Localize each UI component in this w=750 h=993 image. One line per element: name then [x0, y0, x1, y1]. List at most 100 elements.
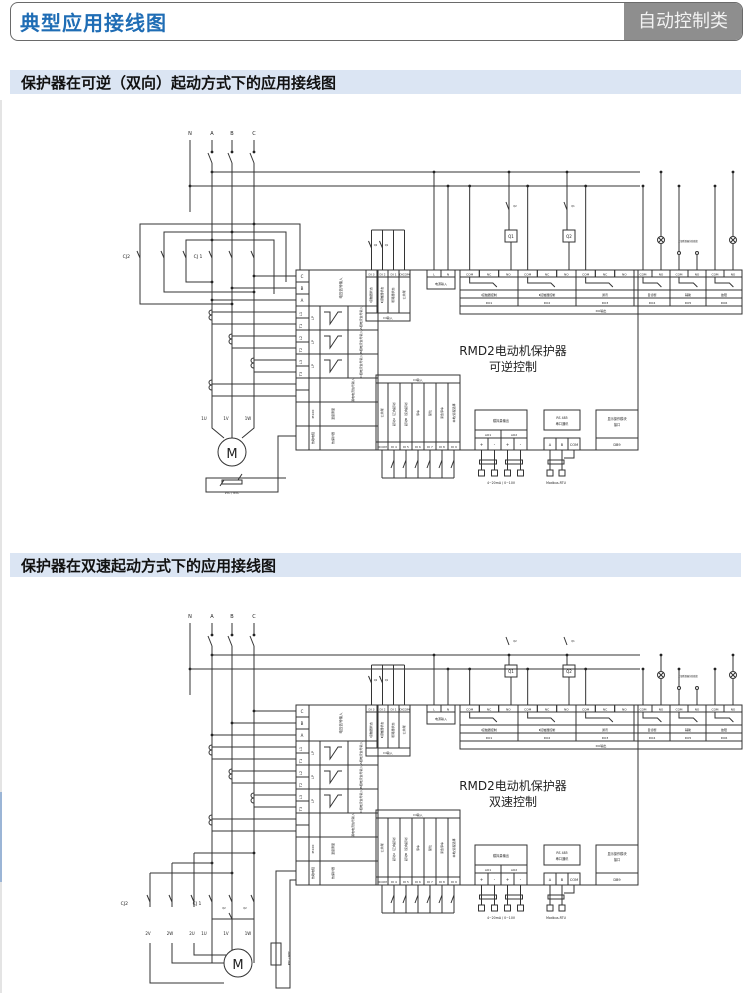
shunt-trip-note: 上级断路器分励脱扣 — [678, 674, 698, 678]
ct-terminal-L1: L1 — [299, 312, 303, 316]
do-code-DO3: DO3 — [602, 736, 609, 740]
di-label: 公共端 — [401, 290, 406, 299]
di-terminal-DICOM: DICOM — [399, 708, 410, 712]
ct-terminal-L2: L2 — [299, 771, 303, 775]
di-switch-label: Q1 — [385, 243, 389, 247]
ct-label: B相电流信号输入 — [358, 765, 363, 788]
section-header-reversible: 保护器在可逆（双向）起动方式下的应用接线图 — [10, 70, 741, 94]
di-terminal-DI 2: DI 2 — [379, 708, 385, 712]
analog-terminal-icon — [517, 469, 524, 477]
rs485-connector — [547, 894, 565, 900]
pushbutton-contact — [450, 894, 455, 904]
rs485-title: RS 485 — [556, 851, 567, 855]
do-code-DO6: DO6 — [721, 736, 728, 740]
junction-dot — [210, 733, 214, 737]
motor-terminal-1U: 1U — [201, 931, 207, 936]
di-terminal-DI 2: DI 2 — [379, 273, 385, 277]
temperature-row — [295, 860, 379, 886]
interlock-switch — [505, 201, 510, 211]
temperature-label: 热保护器 — [330, 867, 335, 879]
voltage-terminal-B: B — [301, 721, 304, 726]
di-bottom-terminal: DI 9 — [451, 880, 457, 884]
ptc-label: PTC / NTC — [287, 951, 291, 965]
junction-dot — [252, 274, 256, 278]
di-label: Ⅱ接触器状态 — [379, 722, 384, 738]
section-header-two-speed: 保护器在双速起动方式下的应用接线图 — [10, 553, 741, 577]
junction-dot — [446, 667, 450, 671]
junction-dot — [507, 653, 511, 657]
junction-dot — [526, 667, 530, 671]
junction-dot — [230, 302, 234, 306]
motor-terminal-2V: 2V — [145, 931, 151, 936]
di-bottom-label: 起动B（反向起动） — [403, 835, 408, 861]
contactor-contact — [250, 894, 255, 903]
rs485-connector — [547, 459, 565, 465]
speed2-lead — [149, 943, 224, 984]
rs485-terminal-icon — [558, 904, 566, 912]
analog-terminal-icon — [478, 904, 485, 912]
do-terminal-NC: NC — [545, 708, 549, 712]
pushbutton-contact — [402, 894, 407, 904]
di-label: 断路器状态 — [390, 722, 395, 737]
analog-terminal-icon — [478, 469, 485, 477]
temperature-code: Pt100 — [311, 845, 315, 854]
ct-terminal-L3: L3 — [299, 360, 303, 364]
rs485-block — [543, 409, 581, 431]
display-port — [595, 437, 639, 451]
temperature-code: 热敏电阻 — [310, 432, 315, 444]
display-code: DB9 — [613, 443, 620, 447]
interlock-label: Q1 — [571, 204, 575, 208]
page-left-rail — [0, 100, 2, 993]
motor-terminal-1V: 1V — [223, 416, 229, 421]
leakage-transformer-coil — [208, 814, 213, 826]
junction-dot — [659, 653, 663, 657]
pushbutton-contact — [402, 459, 407, 469]
junction-dot — [659, 170, 663, 174]
do-terminal-COM: COM — [466, 708, 473, 712]
phase-label-B: B — [230, 131, 234, 137]
display-port — [595, 872, 639, 886]
current-transformer-coil — [250, 792, 255, 804]
interlock-switch — [505, 636, 510, 646]
rs485-block — [543, 844, 581, 866]
junction-dot — [210, 633, 214, 637]
terminal-icon — [695, 686, 699, 690]
do-terminal-NO: NO — [695, 708, 700, 712]
analog-terminal-label: - — [520, 877, 522, 882]
di-bottom-terminal: DI 6 — [415, 445, 421, 449]
pushbutton-contact — [438, 459, 443, 469]
analog-caption: 4~20mA / 0~10V — [487, 916, 516, 920]
analog-title: 模拟量输出 — [493, 853, 509, 858]
do-label: Ⅰ接触器控制 — [481, 292, 497, 297]
analog-terminal-label: + — [480, 877, 483, 882]
junction-dot — [210, 238, 214, 242]
di-bottom-label: 公共端 — [379, 408, 384, 417]
pushbutton-contact — [426, 894, 431, 904]
ct-label: C相电流信号输入 — [358, 789, 363, 812]
junction-dot — [731, 170, 735, 174]
do-terminal-COM: COM — [675, 273, 682, 277]
temperature-code: 热敏电阻 — [310, 867, 315, 879]
di-footer — [365, 747, 411, 757]
analog-channel-label: AO1 — [485, 433, 491, 437]
star-label: Q2 — [243, 906, 247, 910]
di-footer — [365, 312, 411, 322]
power-label: 电源输入 — [435, 281, 447, 286]
phase-label-B: B — [230, 614, 234, 620]
ptc-curve — [219, 473, 243, 487]
di-bottom-terminal: DI 6 — [415, 880, 421, 884]
do-code-DO1: DO1 — [486, 301, 493, 305]
junction-dot — [210, 150, 214, 154]
junction-dot — [210, 298, 214, 302]
di-switch — [368, 240, 372, 249]
junction-dot — [468, 184, 472, 188]
power-terminal-L: L — [433, 273, 435, 277]
voltage-terminal-C: C — [301, 709, 304, 714]
do-terminal-NC: NC — [487, 273, 491, 277]
do-terminal-COM: COM — [639, 273, 646, 277]
di-bottom-header-label: DI输入 — [413, 377, 422, 382]
pushbutton-contact — [450, 459, 455, 469]
rs485-terminal-COM: COM — [570, 443, 578, 447]
analog-title: 模拟量输出 — [493, 418, 509, 423]
ct-type: LP — [311, 775, 315, 779]
